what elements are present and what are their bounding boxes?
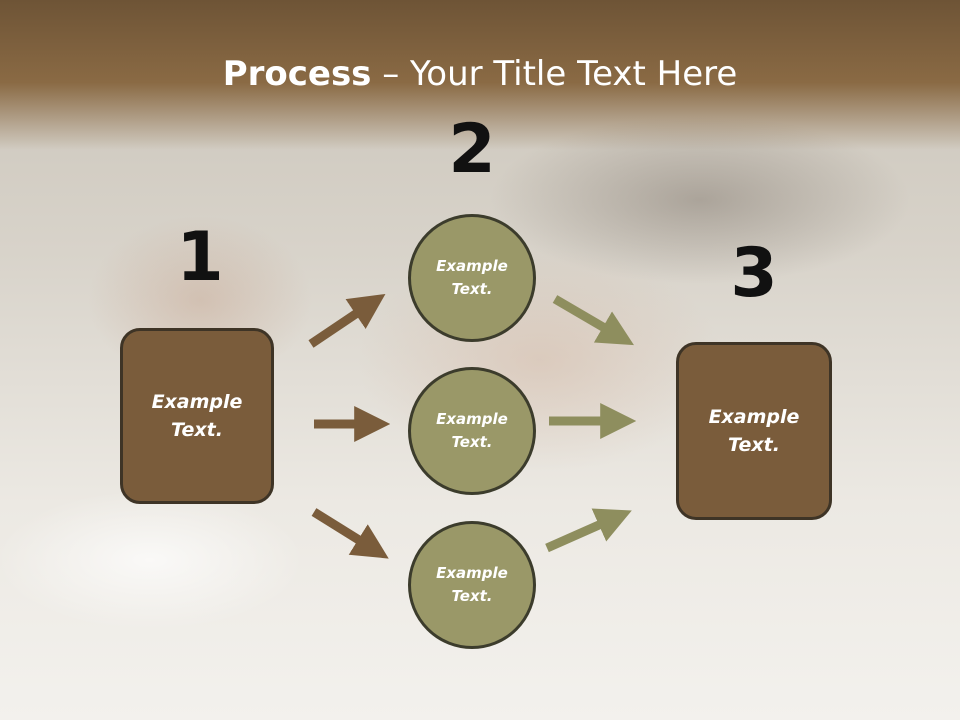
arrow-bottom-to-right (545, 508, 632, 553)
step-box-right-label: Example Text. (708, 406, 800, 456)
title-band (0, 0, 960, 150)
step-circle-middle-label: Example Text. (436, 410, 508, 451)
step-circle-middle: Example Text. (408, 367, 536, 495)
step-circle-bottom: Example Text. (408, 521, 536, 649)
step-circle-top: Example Text. (408, 214, 536, 342)
step-number-1: 1 (176, 218, 224, 297)
arrow-left-to-top (308, 293, 386, 348)
arrow-top-to-right (552, 295, 634, 346)
title-rest: – Your Title Text Here (371, 54, 738, 94)
step-box-right: Example Text. (676, 342, 832, 520)
step-box-left-label: Example Text. (151, 391, 243, 441)
slide-title: Process – Your Title Text Here (0, 50, 960, 98)
title-bold: Process (222, 54, 372, 94)
arrow-left-to-bottom (311, 508, 389, 559)
step-number-2: 2 (448, 110, 496, 189)
step-circle-bottom-label: Example Text. (436, 564, 508, 605)
step-box-left: Example Text. (120, 328, 274, 504)
step-number-3: 3 (730, 234, 778, 313)
step-circle-top-label: Example Text. (436, 257, 508, 298)
